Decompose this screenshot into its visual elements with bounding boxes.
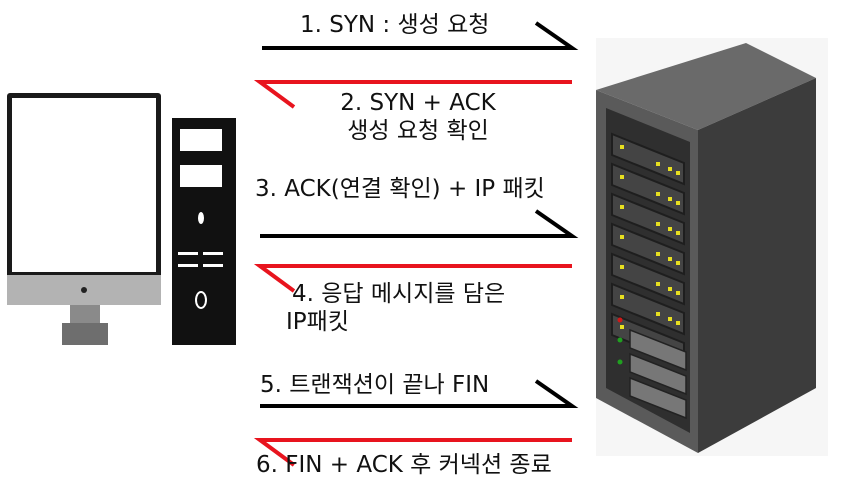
status-led [656,282,660,286]
step-2-label: 2. SYN + ACK 생성 요청 확인 [340,90,496,144]
status-led [676,321,680,325]
status-led [676,261,680,265]
status-led [656,252,660,256]
server-rack-icon [596,43,816,453]
status-led [656,192,660,196]
drive-bay [629,352,687,396]
status-led [620,205,624,209]
status-led [668,257,672,261]
indicator-light [617,317,623,323]
step-5-label: 5. 트랜잭션이 끝나 FIN [260,372,490,398]
arrow-step-6 [253,438,572,467]
status-led [676,231,680,235]
status-led [656,222,660,226]
status-led [620,295,624,299]
status-led [668,287,672,291]
step-3-label: 3. ACK(연결 확인) + IP 패킷 [255,176,545,202]
step-4-label: 4. 응답 메시지를 담은 IP패킷 [286,281,506,335]
arrow-step-1 [262,21,579,50]
drive-bay [629,376,687,420]
arrow-step-3 [260,209,579,238]
status-led [620,145,624,149]
indicator-light [617,337,623,343]
status-led [676,201,680,205]
status-led [656,312,660,316]
rack-unit [611,252,685,306]
status-led [620,175,624,179]
status-led [676,171,680,175]
rack-unit [611,222,685,276]
rack-unit [611,132,685,186]
status-led [620,235,624,239]
arrow-step-5 [260,379,579,408]
status-led [620,265,624,269]
rack-unit [611,162,685,216]
arrow-step-2 [253,80,572,109]
status-led [656,162,660,166]
step-1-label: 1. SYN : 생성 요청 [300,12,490,38]
indicator-light [617,359,623,365]
status-led [668,167,672,171]
drive-bay [629,328,687,372]
status-led [620,325,624,329]
rack-unit [611,192,685,246]
status-led [668,227,672,231]
arrow-step-4 [253,264,572,293]
step-6-label: 6. FIN + ACK 후 커넥션 종료 [256,452,552,478]
status-led [668,197,672,201]
rack-unit [611,282,685,336]
status-led [668,317,672,321]
desktop-computer-icon [7,93,236,345]
status-led [676,291,680,295]
